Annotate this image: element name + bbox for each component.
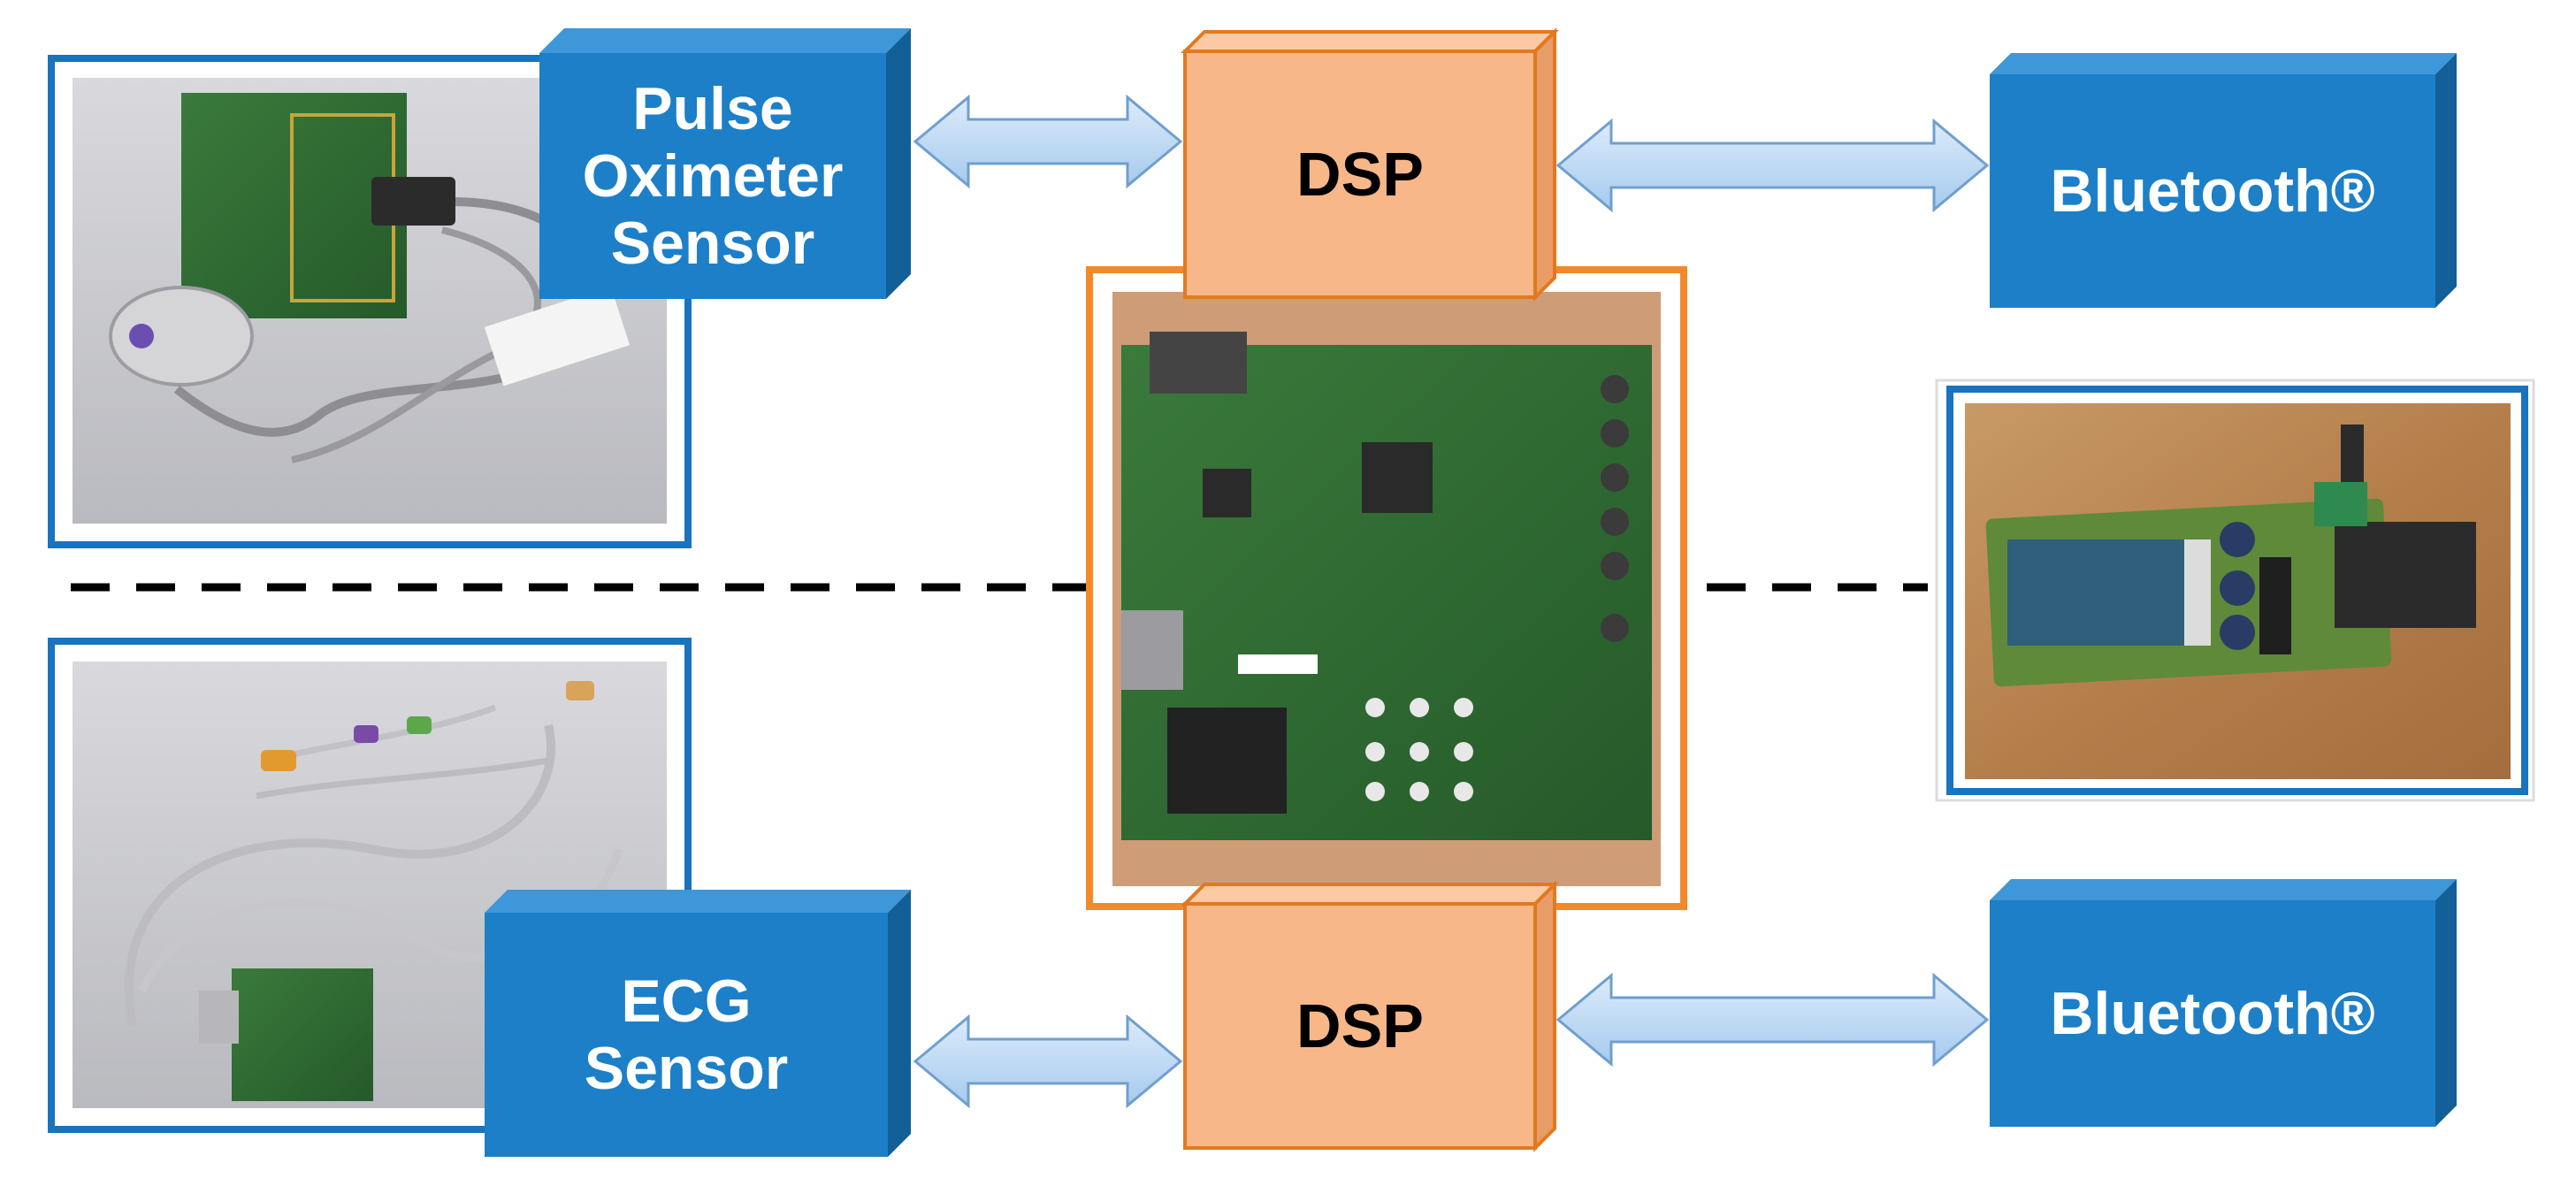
arrow-dsp-to-bluetooth-bottom <box>1556 972 1990 1067</box>
arrow-dsp-to-bluetooth-top <box>1556 118 1990 213</box>
arrow-pulse-to-dsp-top <box>913 94 1183 189</box>
ecg-sensor-label: ECG Sensor <box>584 967 789 1102</box>
pulse-oximeter-sensor-label: Pulse Oximeter Sensor <box>582 74 844 278</box>
arrow-ecg-to-dsp-bottom <box>913 1014 1183 1109</box>
bluetooth-block-top <box>1990 53 2457 308</box>
dsp-label-top: DSP <box>1296 139 1424 209</box>
bluetooth-block-bottom <box>1990 879 2457 1127</box>
dsp-block-top <box>1181 27 1559 302</box>
ecg-sensor-block <box>485 890 911 1157</box>
dsp-board-photo <box>1086 266 1687 910</box>
bluetooth-module-photo <box>1935 379 2535 802</box>
pulse-oximeter-sensor-block <box>539 28 911 299</box>
dsp-block-bottom <box>1181 880 1559 1152</box>
bluetooth-label-bottom: Bluetooth® <box>2050 979 2375 1047</box>
bluetooth-label-top: Bluetooth® <box>2050 157 2375 225</box>
dsp-label-bottom: DSP <box>1296 991 1424 1060</box>
